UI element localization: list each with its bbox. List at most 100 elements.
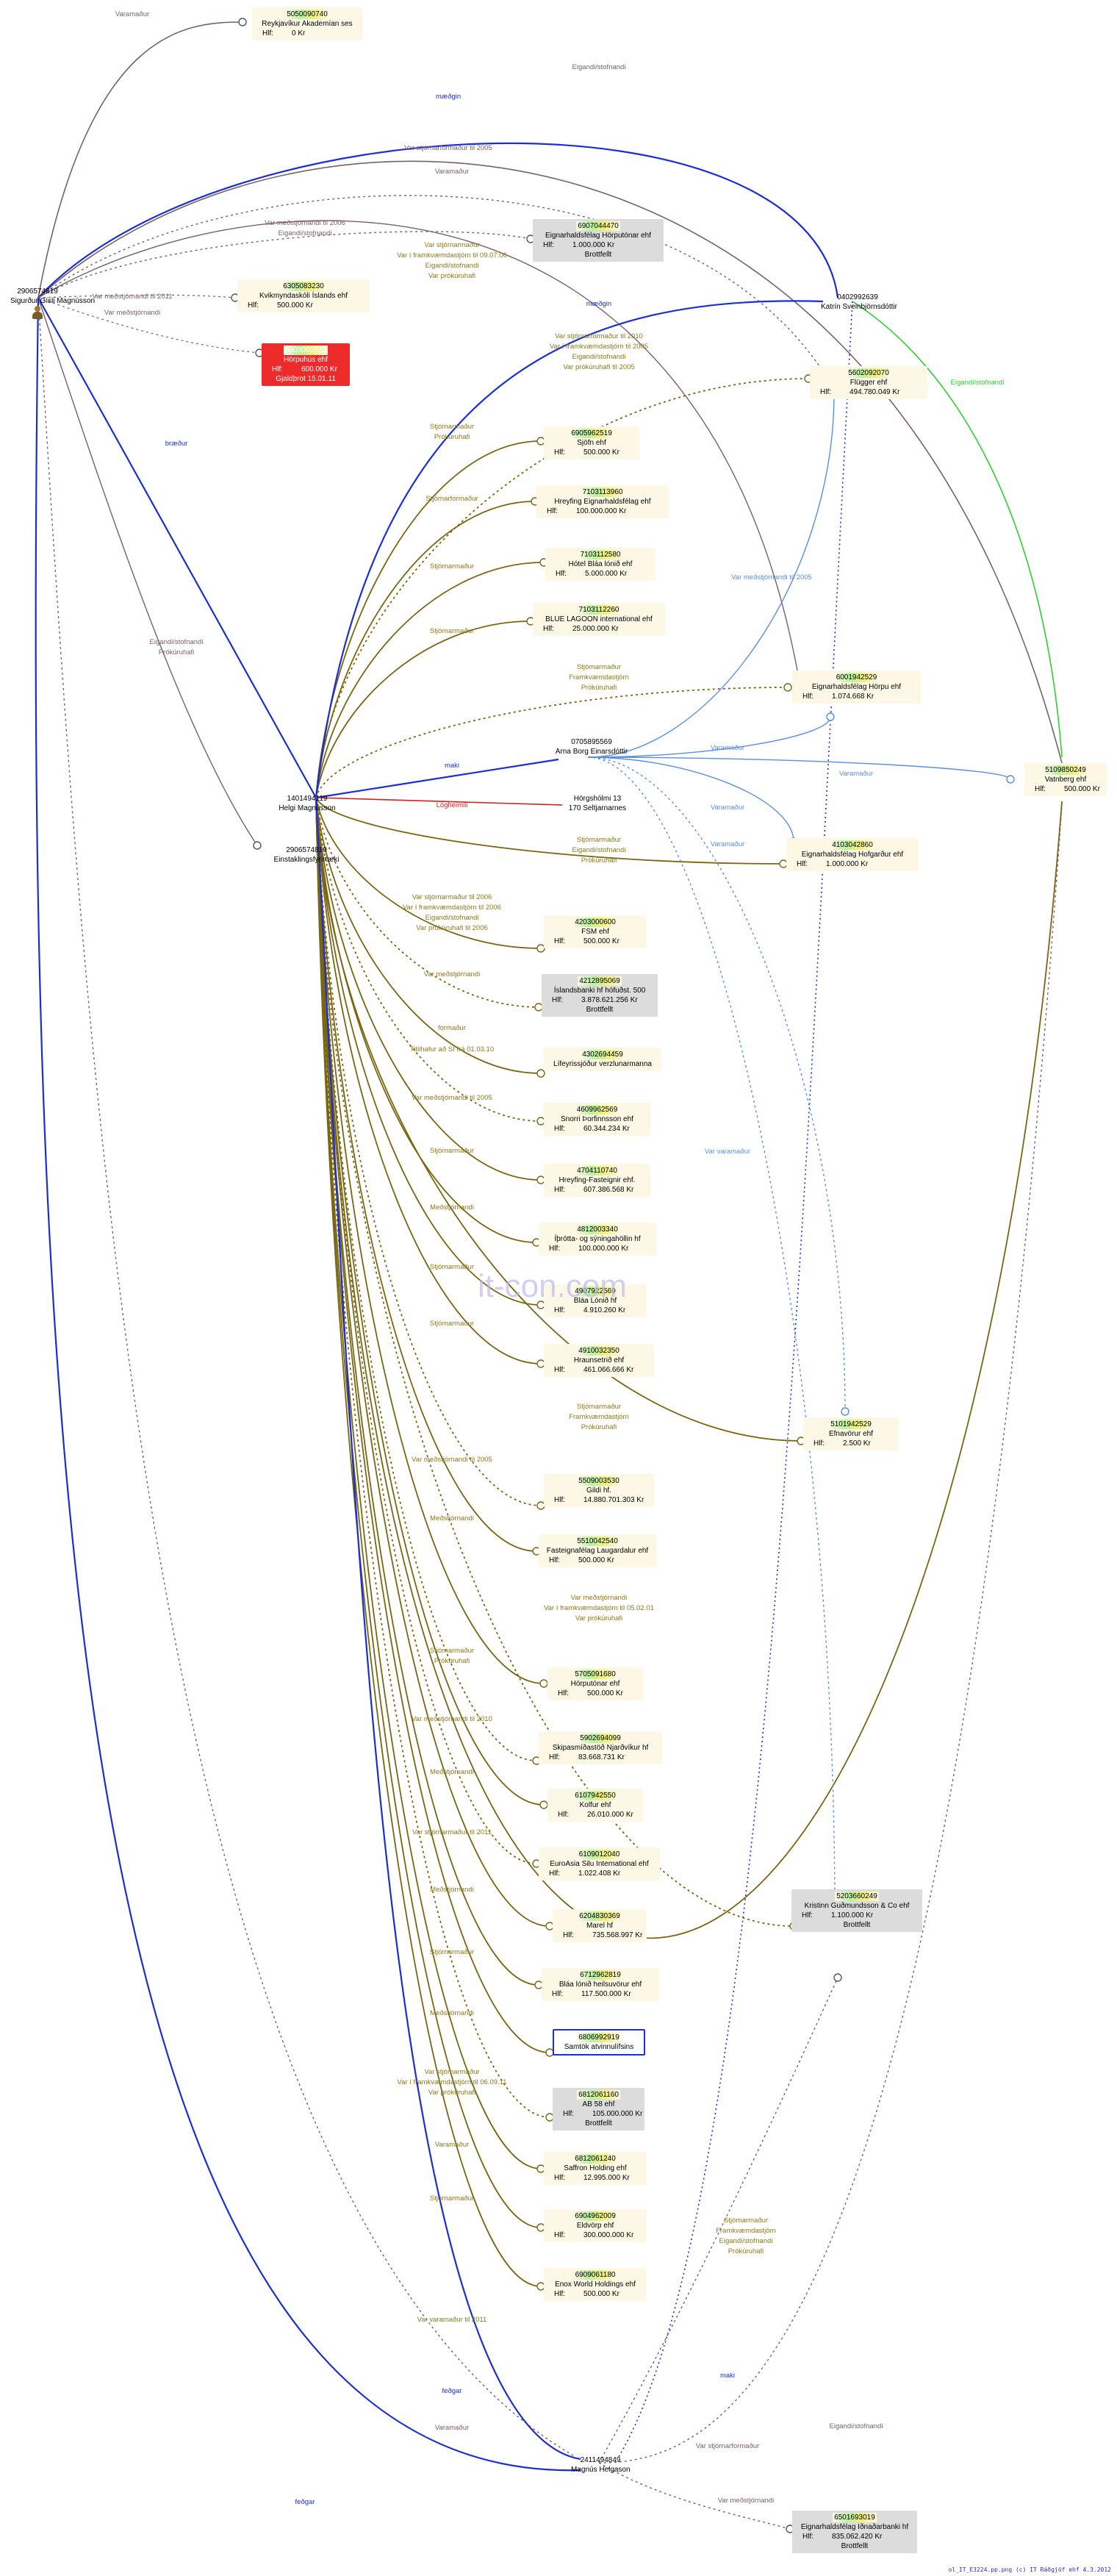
edge-label: Var í framkvæmdastjórn til 06.09.11 (397, 2078, 507, 2086)
einstaklingsfyrirtaeki-node[interactable]: 2906574819 Einstaklingsfyrirtæki (273, 846, 340, 864)
company-card-c2[interactable]: 6907044470 Eignarhaldsfélag Hörputónar e… (533, 219, 664, 262)
company-name: Eldvörp ehf (576, 2222, 614, 2230)
edge-label: Eigandi/stofnandi (572, 63, 626, 71)
company-card-c12[interactable]: 4103042860 Eignarhaldsfélag Hofgarður eh… (786, 838, 919, 871)
person-magnus[interactable]: 2411494849 Magnús Helgason (571, 2456, 631, 2474)
company-name: Efnavörur ehf (828, 1430, 874, 1438)
edge-label: Varamaður (710, 804, 745, 812)
company-kt: 5101942529 (829, 1420, 873, 1429)
company-name: Bláa Lónið hf (573, 1297, 617, 1305)
edge-label: Var í framkvæmdastjórn til 2006 (403, 904, 501, 912)
edge-label: Eigandi/stofnandi (719, 2237, 773, 2245)
edge-label: Stjórnarmaður (429, 1147, 475, 1155)
edge-label: Stjórnarformaður (425, 495, 478, 503)
company-name: Kvikmyndaskóli Íslands ehf (259, 292, 348, 300)
edge-11 (35, 297, 581, 2472)
company-kt: 4302694459 (581, 1050, 625, 1059)
person-katrin[interactable]: 0402992639 Katrín Sveinbjörnsdóttir (821, 293, 897, 311)
edge-42 (315, 797, 1063, 1939)
company-kt: 5509003530 (577, 1476, 621, 1486)
company-capital: Hlf:1.000.000 Kr (797, 860, 869, 868)
company-kt: 5902694099 (578, 1734, 622, 1743)
person-helgi[interactable]: 1401494119 Helgi Magnússon (279, 795, 336, 812)
edge-label: Var meðstjórnandi til 2005 (731, 573, 812, 582)
edge-label: Prókúruhafi (434, 433, 470, 441)
edge-43 (315, 300, 824, 798)
company-status: Brottfellt (584, 251, 612, 259)
edge-18 (315, 797, 784, 865)
edge-40 (315, 797, 542, 2228)
edge-label: Meðstjórnandi (430, 1886, 474, 1894)
edge-2 (37, 142, 839, 298)
edge-31 (315, 797, 545, 1684)
edge-22 (315, 797, 542, 1122)
edge-label: Var í framkvæmdastjórn til 05.02.01 (544, 1604, 654, 1612)
edge-label: Framkvæmdastjórn (569, 673, 629, 681)
edge-21 (315, 797, 542, 1074)
company-name: Íslandsbanki hf hófuðst. 500 (553, 987, 646, 995)
company-kt: 5050090740 (285, 10, 329, 19)
company-kt: 7103113960 (581, 487, 625, 497)
company-card-c36[interactable]: 6501693019 Eignarhaldsfélag Iðnaðarbanki… (792, 2511, 917, 2553)
edge-label: Stjórnarmaður (429, 423, 475, 431)
company-card-c15[interactable]: 4302694459 Lífeyrissjóður verzlunarmanna (544, 1048, 661, 1071)
edge-label: Varamaður (434, 2424, 470, 2432)
company-card-c7[interactable]: 7103113960 Hreyfing Eignarhaldsfélag ehf… (536, 485, 669, 518)
company-card-c17[interactable]: 4704110740 Hreyfing-Fasteignir ehf.Hlf:6… (544, 1164, 650, 1197)
company-card-c9[interactable]: 7103112260 BLUE LAGOON international ehf… (533, 603, 665, 636)
edge-label: Var meðstjórnandi til 2005 (412, 1094, 492, 1102)
edge-1 (37, 160, 1063, 764)
company-capital: Hlf:500.000 Kr (549, 1556, 614, 1564)
edge-label: Meðstjórnandi (430, 1768, 474, 1776)
company-capital: Hlf:835.062.420 Kr (802, 2533, 883, 2541)
company-status: Gjaldþrot 15.01.11 (276, 375, 336, 383)
edge-46 (315, 797, 581, 2461)
company-kt: 5705091680 (573, 1670, 617, 1679)
company-card-c31[interactable]: 6806992919 Samtök atvinnulífsins (553, 2029, 645, 2056)
edge-19 (315, 797, 542, 949)
company-card-c22[interactable]: 5509003530 Gildi hf.Hlf:14.880.701.303 K… (544, 1474, 654, 1507)
person-arna[interactable]: 0705895569 Arna Borg Einarsdóttir (555, 738, 628, 756)
edge-7 (37, 297, 260, 354)
company-card-c23[interactable]: 5510042540 Fasteignafélag Laugardalur eh… (539, 1534, 656, 1567)
company-name: Reykjavíkur Akademían ses (262, 20, 353, 28)
person-sigurdur[interactable]: 2906574819 Sigurður Gísli Magnússon (10, 287, 95, 322)
company-name: Marel hf (586, 1922, 614, 1930)
company-capital: Hlf:600.000 Kr (272, 365, 337, 373)
edge-51 (587, 756, 1011, 780)
edge-label: Varamaður (434, 2141, 470, 2149)
company-card-c28[interactable]: 6109012040 EuroAsia Silu International e… (539, 1847, 660, 1881)
edge-41 (315, 797, 542, 2287)
edge-label: Varamaður (115, 10, 150, 18)
company-name: Gildi hf. (586, 1486, 611, 1495)
edge-label: Stjórnarmaður (576, 663, 622, 671)
company-card-c24[interactable]: 5203660249 Kristinn Guðmundsson & Co ehf… (791, 1889, 922, 1932)
address-node[interactable]: Hörgshólmi 13 170 Seltjarnarnes (568, 795, 627, 812)
edge-37 (315, 797, 550, 2053)
edge-label: Stjórnarmaður (429, 2194, 475, 2203)
